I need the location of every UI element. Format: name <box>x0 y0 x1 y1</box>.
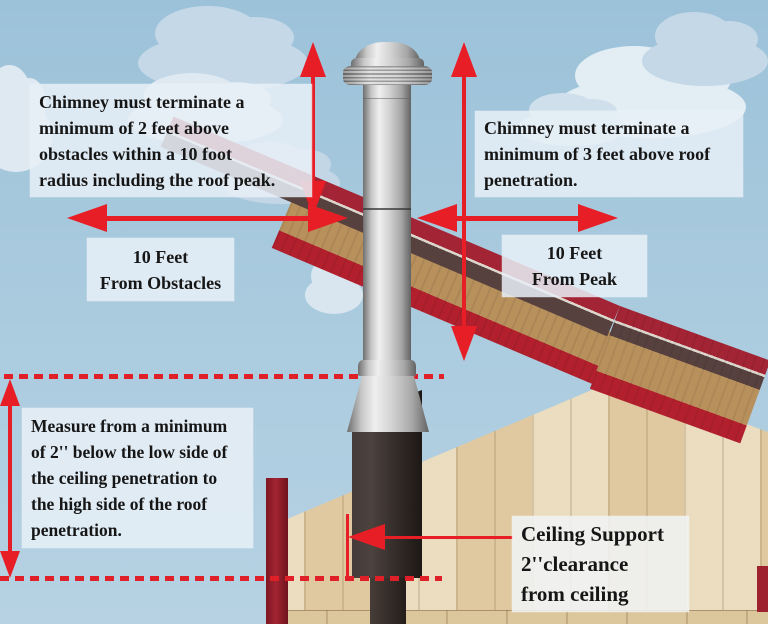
roof-clearance-arrow-vertical <box>451 42 477 361</box>
obstacle-rule-text: Chimney must terminate a minimum of 2 fe… <box>39 91 276 190</box>
callout-obstacle-distance: 10 Feet From Obstacles <box>87 238 234 301</box>
obstacle-distance-label: 10 Feet From Obstacles <box>99 246 222 293</box>
callout-ceiling-support: Ceiling Support 2''clearance from ceilin… <box>512 516 689 612</box>
pipe-joint-line <box>363 208 411 210</box>
cloud <box>642 12 768 86</box>
storm-collar <box>358 360 416 376</box>
roof-rule-text: Chimney must terminate a minimum of 3 fe… <box>484 118 711 190</box>
callout-measure-rule: Measure from a minimum of 2'' below the … <box>22 408 253 548</box>
callout-peak-distance: 10 Feet From Peak <box>502 235 647 297</box>
penetration-span-arrow <box>0 379 20 578</box>
corner-trim-board <box>266 478 288 624</box>
roof-penetration-dashed-line <box>4 374 444 379</box>
peak-distance-label: 10 Feet From Peak <box>531 243 618 289</box>
chimney-pipe <box>363 82 411 376</box>
peak-distance-arrow <box>417 204 618 233</box>
roof-flashing-cone <box>347 374 429 432</box>
right-corner-trim-board <box>757 566 768 612</box>
ceiling-support-text: Ceiling Support 2''clearance from ceilin… <box>521 522 664 606</box>
obstacle-distance-arrow <box>67 204 348 233</box>
pipe-section-seam <box>363 98 411 100</box>
callout-roof-rule: Chimney must terminate a minimum of 3 fe… <box>475 111 743 197</box>
chimney-cap-skirt <box>343 66 432 85</box>
ceiling-support-pointer-arrow <box>348 524 513 551</box>
ceiling-level-dashed-line <box>0 576 442 581</box>
callout-obstacle-rule: Chimney must terminate a minimum of 2 fe… <box>30 84 312 197</box>
stove-pipe <box>370 578 406 624</box>
measure-rule-text: Measure from a minimum of 2'' below the … <box>31 416 228 540</box>
ceiling-clearance-tick-line <box>346 514 349 578</box>
